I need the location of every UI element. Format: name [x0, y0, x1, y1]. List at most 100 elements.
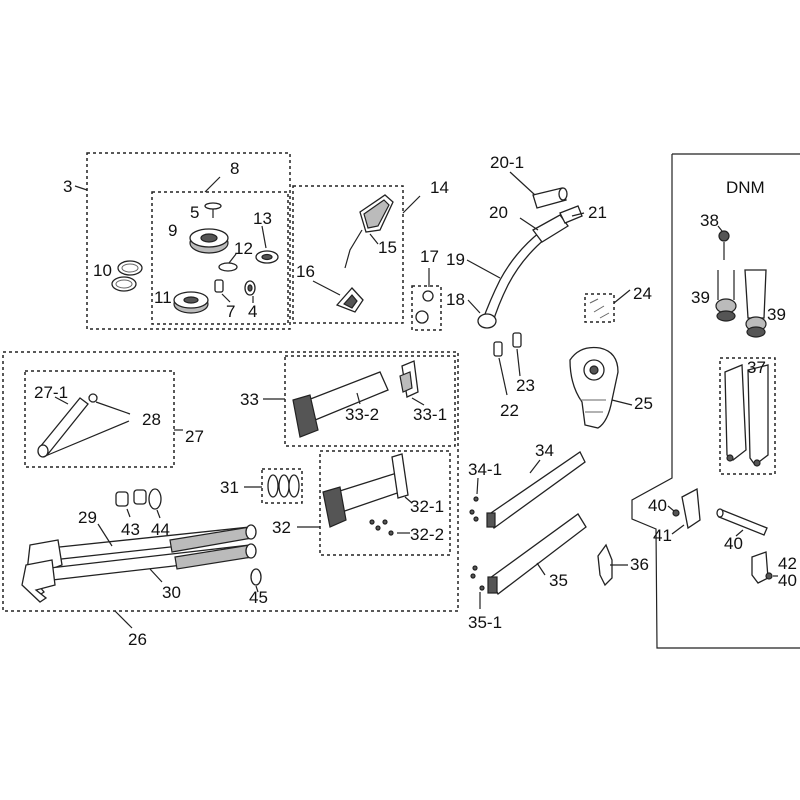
- callout-32-2: 32-2: [410, 525, 444, 544]
- group-box-32: [319, 450, 451, 556]
- group-box-8: [151, 191, 289, 325]
- callout-26: 26: [128, 630, 147, 649]
- part-43-bushings[interactable]: [115, 489, 147, 507]
- callout-5: 5: [190, 203, 199, 222]
- callout-38: 38: [700, 211, 719, 230]
- part-27-1-tube[interactable]: [37, 397, 89, 458]
- part-24-bolts[interactable]: [589, 298, 610, 319]
- part-41-bracket[interactable]: [672, 487, 701, 530]
- callout-34: 34: [535, 441, 554, 460]
- part-20-grip[interactable]: [532, 214, 569, 243]
- callout-27-1: 27-1: [34, 383, 68, 402]
- group-box-14: [292, 185, 404, 324]
- part-44-seal[interactable]: [148, 488, 162, 510]
- part-35-fork-guard[interactable]: [487, 513, 587, 595]
- part-22-bush[interactable]: [493, 341, 503, 357]
- callout-24: 24: [633, 284, 652, 303]
- part-21-grip-end[interactable]: [559, 205, 583, 224]
- callout-27: 27: [185, 427, 204, 446]
- group-box-24: [584, 293, 615, 323]
- callout-29: 29: [78, 508, 97, 527]
- callout-34-1: 34-1: [468, 460, 502, 479]
- callout-10: 10: [93, 261, 112, 280]
- part-10-dust-seals[interactable]: [111, 260, 143, 292]
- group-box-26: [2, 351, 459, 612]
- part-25-triple-clamp[interactable]: [569, 346, 619, 429]
- part-30-fork-leg[interactable]: [21, 543, 257, 603]
- group-box-3: [86, 152, 291, 330]
- group-box-17: [411, 285, 442, 331]
- part-42-clamp[interactable]: [751, 551, 773, 584]
- part-15-mirror[interactable]: [344, 194, 394, 269]
- callout-25: 25: [634, 394, 653, 413]
- part-11-bearing[interactable]: [173, 291, 209, 314]
- callout-43: 43: [121, 520, 140, 539]
- part-4-ring[interactable]: [244, 280, 256, 296]
- part-34-fork-guard[interactable]: [486, 451, 586, 529]
- part-28-rod[interactable]: [42, 393, 131, 458]
- callout-12: 12: [234, 239, 253, 258]
- callout-32-1: 32-1: [410, 497, 444, 516]
- callout-39b: 39: [767, 305, 786, 324]
- callout-30: 30: [162, 583, 181, 602]
- callout-4: 4: [248, 302, 257, 321]
- callout-13: 13: [253, 209, 272, 228]
- part-33-2-stem[interactable]: [292, 371, 389, 438]
- group-box-33: [284, 355, 456, 447]
- part-7-spacer[interactable]: [214, 279, 224, 293]
- callout-9: 9: [168, 221, 177, 240]
- part-45-clip[interactable]: [250, 568, 262, 586]
- callout-11: 11: [154, 288, 172, 307]
- part-16-mirror-mount[interactable]: [335, 287, 364, 313]
- callout-40c: 40: [778, 571, 797, 590]
- part-39-seal-right[interactable]: [744, 269, 767, 338]
- part-37-fork-guards[interactable]: [724, 364, 769, 467]
- callout-22: 22: [500, 401, 519, 420]
- part-38-cap[interactable]: [718, 230, 730, 260]
- callout-18: 18: [446, 290, 465, 309]
- callout-20: 20: [489, 203, 508, 222]
- part-39-seal-left[interactable]: [715, 270, 737, 322]
- callout-14: 14: [430, 178, 449, 197]
- part-13-seal[interactable]: [255, 250, 279, 264]
- group-box-37: [719, 357, 776, 475]
- part-35-1-bolts[interactable]: [470, 565, 485, 591]
- callout-7: 7: [226, 302, 235, 321]
- part-9-bearing[interactable]: [189, 228, 229, 254]
- part-5-bolt[interactable]: [204, 202, 222, 218]
- callout-19: 19: [446, 250, 465, 269]
- part-17-clamp[interactable]: [415, 290, 434, 324]
- callout-31: 31: [220, 478, 239, 497]
- callout-33-2: 33-2: [345, 405, 379, 424]
- group-box-31: [261, 468, 303, 504]
- part-40-axle[interactable]: [716, 508, 768, 536]
- part-31-clamps[interactable]: [267, 474, 300, 498]
- part-19-handlebar[interactable]: [477, 231, 547, 329]
- callout-16: 16: [296, 262, 315, 281]
- callout-15: 15: [378, 238, 397, 257]
- callout-23: 23: [516, 376, 535, 395]
- part-32-2-bolts[interactable]: [369, 519, 394, 536]
- callout-39a: 39: [691, 288, 710, 307]
- callout-35-1: 35-1: [468, 613, 502, 632]
- part-32-1-stem[interactable]: [322, 453, 409, 528]
- callout-45: 45: [249, 588, 268, 607]
- part-12-washer[interactable]: [218, 262, 238, 272]
- part-33-1-clamp[interactable]: [399, 360, 419, 398]
- callout-17: 17: [420, 247, 439, 266]
- part-20-1-grip[interactable]: [532, 187, 568, 209]
- callout-20-1: 20-1: [490, 153, 524, 172]
- callout-44: 44: [151, 520, 170, 539]
- callout-33: 33: [240, 390, 259, 409]
- callout-33-1: 33-1: [413, 405, 447, 424]
- part-23-bush[interactable]: [512, 332, 522, 348]
- part-34-1-bolts[interactable]: [469, 496, 479, 522]
- callout-40b: 40: [724, 534, 743, 553]
- callout-42: 42: [778, 554, 797, 573]
- group-box-27: [24, 370, 175, 468]
- callout-3: 3: [63, 177, 72, 196]
- part-36-bracket[interactable]: [597, 543, 613, 587]
- callout-35: 35: [549, 571, 568, 590]
- callout-8: 8: [230, 159, 239, 178]
